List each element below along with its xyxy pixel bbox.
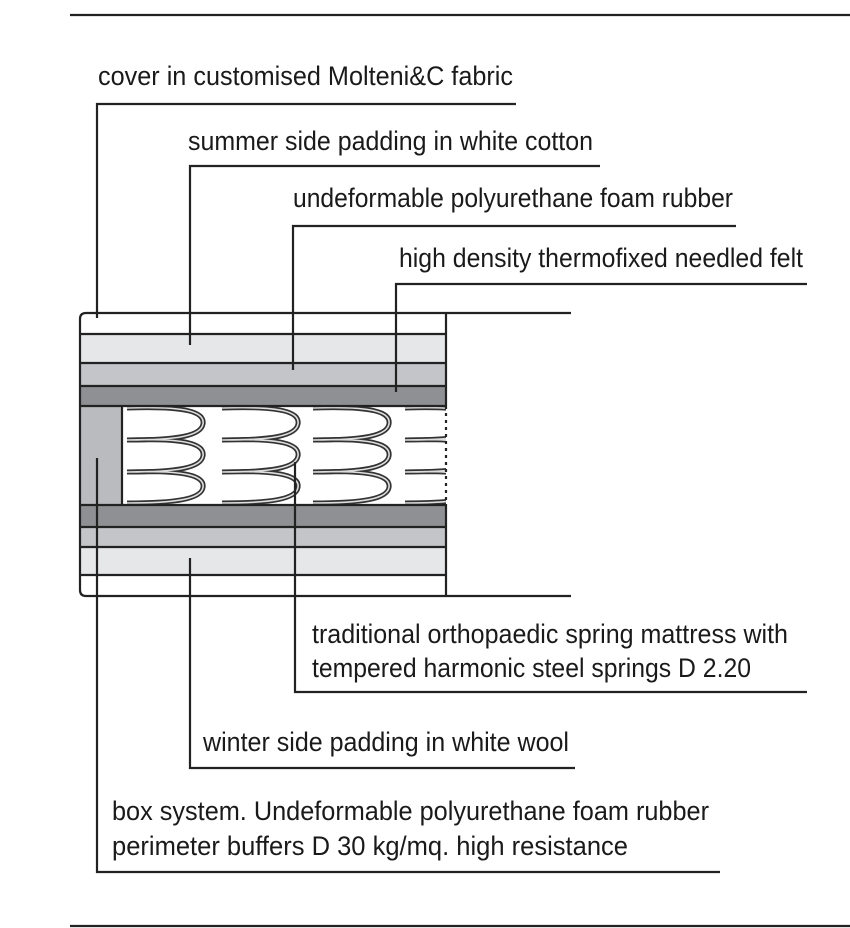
box-buffer bbox=[80, 406, 122, 505]
label-box-line1: box system. Undeformable polyurethane fo… bbox=[112, 796, 709, 826]
spring-coil bbox=[221, 406, 299, 504]
springs bbox=[126, 405, 446, 506]
summer-padding-layer bbox=[80, 334, 446, 363]
label-springs-line1: traditional orthopaedic spring mattress … bbox=[312, 619, 788, 649]
foam-layer-top bbox=[80, 363, 446, 386]
spring-coil bbox=[126, 406, 204, 504]
leader-lines bbox=[95, 102, 807, 874]
label-cover: cover in customised Molteni&C fabric bbox=[98, 61, 513, 91]
felt-layer-top bbox=[80, 386, 446, 406]
label-box-line2: perimeter buffers D 30 kg/mq. high resis… bbox=[112, 831, 628, 861]
winter-padding-layer bbox=[80, 547, 446, 575]
label-springs-line2: tempered harmonic steel springs D 2.20 bbox=[312, 653, 751, 683]
foam-layer-bottom bbox=[80, 527, 446, 547]
mattress-section bbox=[78, 311, 571, 598]
spring-coil bbox=[404, 406, 446, 504]
label-foam: undeformable polyurethane foam rubber bbox=[293, 183, 733, 213]
label-winter-padding: winter side padding in white wool bbox=[202, 727, 569, 757]
label-felt: high density thermofixed needled felt bbox=[399, 243, 803, 273]
label-summer-padding: summer side padding in white cotton bbox=[188, 126, 593, 156]
spring-coil bbox=[312, 406, 390, 504]
felt-layer-bottom bbox=[80, 505, 446, 527]
